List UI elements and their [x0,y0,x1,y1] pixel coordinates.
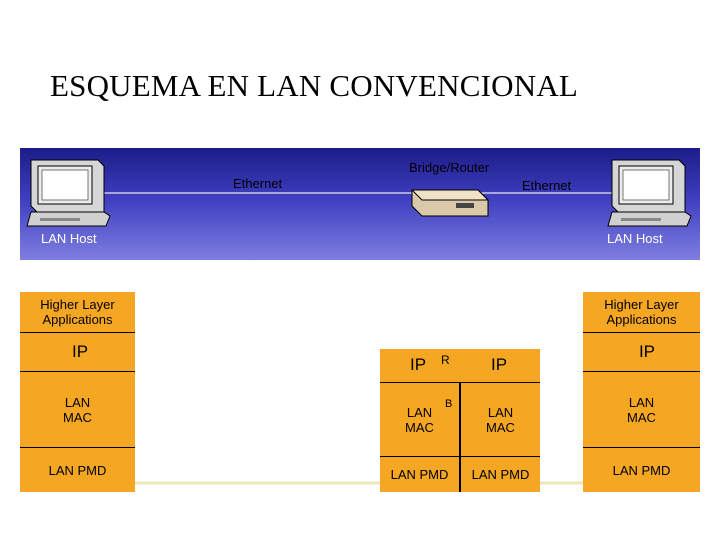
data-path [74,320,628,485]
router-ip-right-label: IP [491,355,508,374]
right-protocol-stack: Higher Layer Applications IP LAN MAC LAN… [583,292,700,492]
left-ethernet-label: Ethernet [233,176,283,191]
router-ip-layer [380,349,540,382]
router-icon [410,189,490,217]
right-host-label: LAN Host [607,231,663,246]
left-ip-layer: IP [20,333,135,371]
right-ethernet-label: Ethernet [522,178,572,193]
right-pmd-layer: LAN PMD [583,448,700,492]
router-protocol-stack: LAN MAC LAN MAC LAN PMD LAN PMD [380,349,540,492]
left-pmd-layer: LAN PMD [20,448,135,492]
router-r-marker: R [441,353,450,367]
left-apps-layer: Higher Layer Applications [20,292,135,332]
left-protocol-stack: Higher Layer Applications IP LAN MAC LAN… [20,292,135,492]
network-banner [20,148,700,260]
bridge-b-marker: B [445,398,453,410]
router-pmd-right-layer: LAN PMD [461,457,540,492]
router-pmd-left-layer: LAN PMD [380,457,459,492]
right-ip-layer: IP [583,333,700,371]
left-computer-icon [26,159,111,227]
router-mac-right-layer: LAN MAC [461,383,540,456]
left-mac-layer: LAN MAC [20,372,135,447]
page-title: ESQUEMA EN LAN CONVENCIONAL [50,68,579,103]
right-mac-layer: LAN MAC [583,372,700,447]
right-apps-layer: Higher Layer Applications [583,292,700,332]
router-mac-left-layer: LAN MAC [380,383,459,456]
right-computer-icon [607,159,692,227]
router-ip-left-label: IP [410,355,427,374]
left-host-label: LAN Host [41,231,97,246]
router-label: Bridge/Router [409,160,490,175]
